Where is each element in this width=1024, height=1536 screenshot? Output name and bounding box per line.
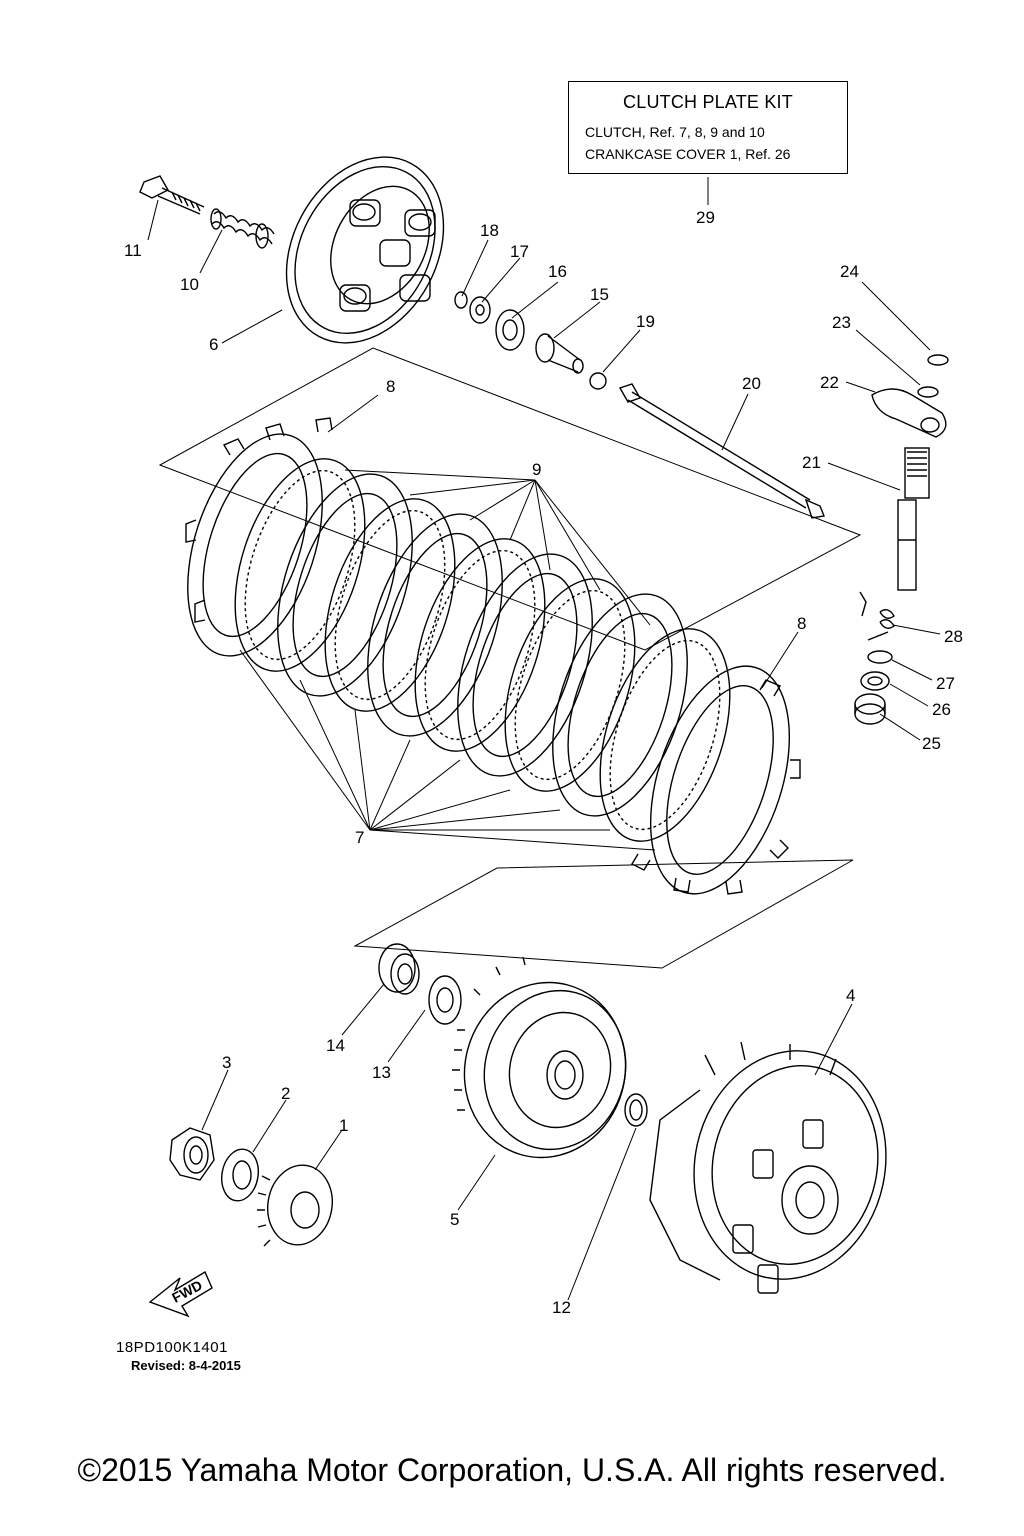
revised-date: Revised: 8-4-2015	[131, 1358, 241, 1373]
part-21-shaft	[897, 447, 930, 591]
fwd-arrow-icon	[148, 1270, 213, 1318]
part-17-washer	[469, 296, 491, 324]
callout-28: 28	[944, 627, 963, 646]
callout-3: 3	[222, 1053, 231, 1072]
friction-plate	[457, 553, 593, 777]
callout-5: 5	[450, 1210, 459, 1229]
hub-group-outline	[353, 859, 854, 969]
callout-18: 18	[480, 221, 499, 240]
part-13-lock-washer	[428, 975, 462, 1025]
kit-line-crankcase: CRANKCASE COVER 1, Ref. 26	[585, 146, 791, 162]
plate-group-outline	[158, 347, 862, 651]
fwd-label: FWD	[169, 1277, 205, 1306]
callout-20: 20	[742, 374, 761, 393]
friction-plate	[187, 433, 323, 657]
part-26-seal	[860, 671, 890, 691]
part-22-lever	[871, 388, 947, 438]
part-27-circlip	[867, 650, 893, 664]
friction-plate	[277, 473, 413, 697]
part-4-clutch-housing	[649, 1041, 887, 1294]
plate-stack	[185, 417, 801, 895]
callout-23: 23	[832, 313, 851, 332]
callout-22: 22	[820, 373, 839, 392]
clutch-plate	[599, 628, 731, 842]
callout-1: 1	[339, 1116, 348, 1135]
callout-7: 7	[355, 828, 364, 847]
friction-plate	[367, 513, 503, 737]
callout-19: 19	[636, 312, 655, 331]
part-3-nut	[169, 1127, 215, 1181]
part-6-pressure-plate	[285, 156, 445, 344]
callout-11: 11	[124, 241, 142, 260]
part-28-spring	[859, 591, 895, 641]
part-10-spring	[210, 208, 275, 249]
callout-16: 16	[548, 262, 567, 281]
part-20-push-rod	[618, 383, 825, 519]
kit-line-clutch: CLUTCH, Ref. 7, 8, 9 and 10	[585, 124, 765, 140]
clutch-plate	[414, 538, 546, 752]
part-23-washer	[917, 386, 939, 398]
callout-6: 6	[209, 335, 218, 354]
callout-8-right: 8	[797, 614, 806, 633]
copyright-notice: ©2015 Yamaha Motor Corporation, U.S.A. A…	[77, 1452, 947, 1488]
drawing-code: 18PD100K1401	[116, 1339, 228, 1356]
callout-12: 12	[552, 1298, 571, 1317]
callout-9: 9	[532, 460, 541, 479]
clutch-plate	[324, 498, 456, 712]
callout-13: 13	[372, 1063, 391, 1082]
part-25-bearing	[854, 693, 886, 725]
clutch-plate-kit-box: CLUTCH PLATE KIT CLUTCH, Ref. 7, 8, 9 an…	[568, 81, 848, 174]
leader-lines-9	[344, 469, 651, 626]
leader-lines	[147, 177, 941, 1301]
part-12-ring	[624, 1093, 648, 1127]
part-11-bolt	[139, 175, 205, 215]
callout-24: 24	[840, 262, 859, 281]
callout-21: 21	[802, 453, 821, 472]
callout-15: 15	[590, 285, 609, 304]
callout-14: 14	[326, 1036, 345, 1055]
part-5-clutch-boss	[452, 956, 627, 1159]
friction-plate-end	[649, 665, 791, 895]
part-1-gear	[257, 1164, 333, 1247]
part-2-washer	[221, 1148, 259, 1202]
callout-4: 4	[846, 986, 855, 1005]
callout-10: 10	[180, 275, 199, 294]
clutch-plate	[234, 458, 366, 672]
part-14-collar	[378, 943, 420, 995]
callout-29: 29	[696, 208, 715, 227]
part-19-ball	[589, 372, 607, 390]
part-16-bearing	[495, 309, 525, 351]
callout-27: 27	[936, 674, 955, 693]
kit-title: CLUTCH PLATE KIT	[623, 92, 793, 112]
leader-lines-7	[239, 649, 656, 851]
callout-25: 25	[922, 734, 941, 753]
callout-8-top: 8	[386, 377, 395, 396]
part-15-push-rod	[535, 333, 584, 374]
callout-2: 2	[281, 1084, 290, 1103]
clutch-plate	[504, 578, 636, 792]
part-18-circlip	[454, 291, 468, 309]
callout-26: 26	[932, 700, 951, 719]
part-24-clip	[927, 354, 949, 366]
callout-17: 17	[510, 242, 529, 261]
